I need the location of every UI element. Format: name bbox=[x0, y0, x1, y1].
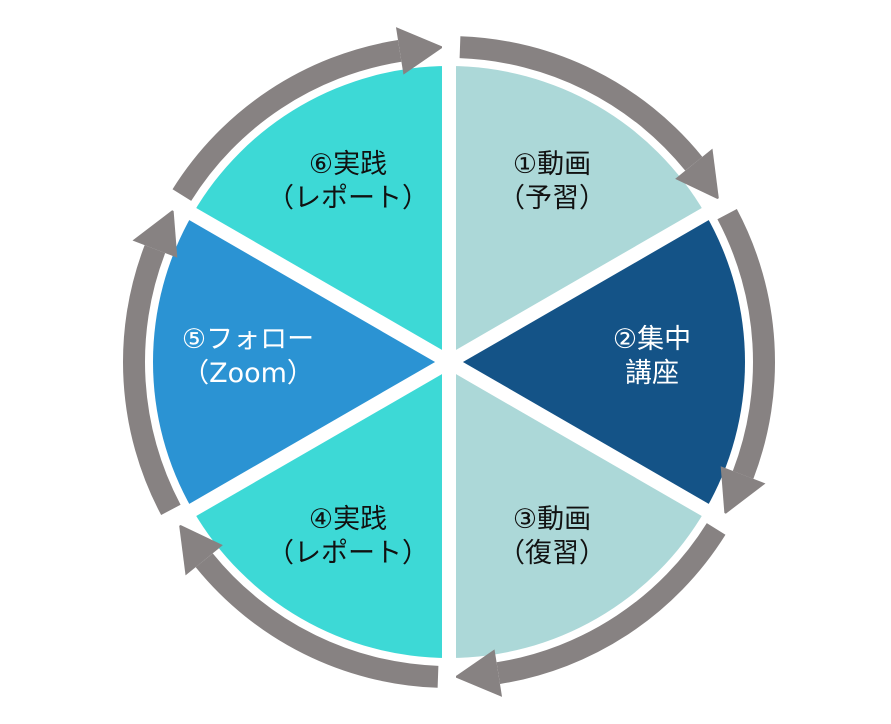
arrowhead-6-icon bbox=[395, 27, 444, 75]
arrowhead-1-icon bbox=[675, 148, 720, 200]
ring-arc-3 bbox=[496, 523, 726, 684]
step-5-label: ⑤フォロー（Zoom） bbox=[181, 324, 315, 389]
sector-step-1 bbox=[449, 66, 706, 362]
sector-step-3 bbox=[449, 362, 706, 658]
ring-arc-5 bbox=[123, 245, 181, 516]
arrowhead-3-icon bbox=[454, 649, 503, 697]
arrowhead-5-icon bbox=[132, 209, 178, 258]
step-2-label: ②集中講座 bbox=[612, 324, 692, 389]
ring-arc-4 bbox=[195, 553, 439, 688]
step-4-label: ④実践（レポート） bbox=[267, 504, 429, 569]
arrowhead-4-icon bbox=[178, 524, 223, 576]
sector-step-4 bbox=[192, 362, 449, 658]
ring-arc-6 bbox=[172, 40, 402, 201]
divider-5 bbox=[145, 355, 453, 542]
ring-arc-2 bbox=[717, 208, 775, 479]
step-1-label: ①動画（予習） bbox=[498, 149, 606, 214]
arrowhead-2-icon bbox=[720, 466, 766, 515]
sector-step-5 bbox=[153, 214, 450, 510]
sector-step-2 bbox=[449, 214, 745, 510]
ring-arc-1 bbox=[459, 36, 703, 171]
divider-6 bbox=[145, 182, 453, 369]
step-6-label: ⑥実践（レポート） bbox=[267, 149, 429, 214]
divider-2 bbox=[445, 182, 753, 369]
step-3-label: ③動画（復習） bbox=[498, 504, 606, 569]
sector-step-6 bbox=[192, 66, 449, 362]
divider-3 bbox=[445, 355, 753, 542]
